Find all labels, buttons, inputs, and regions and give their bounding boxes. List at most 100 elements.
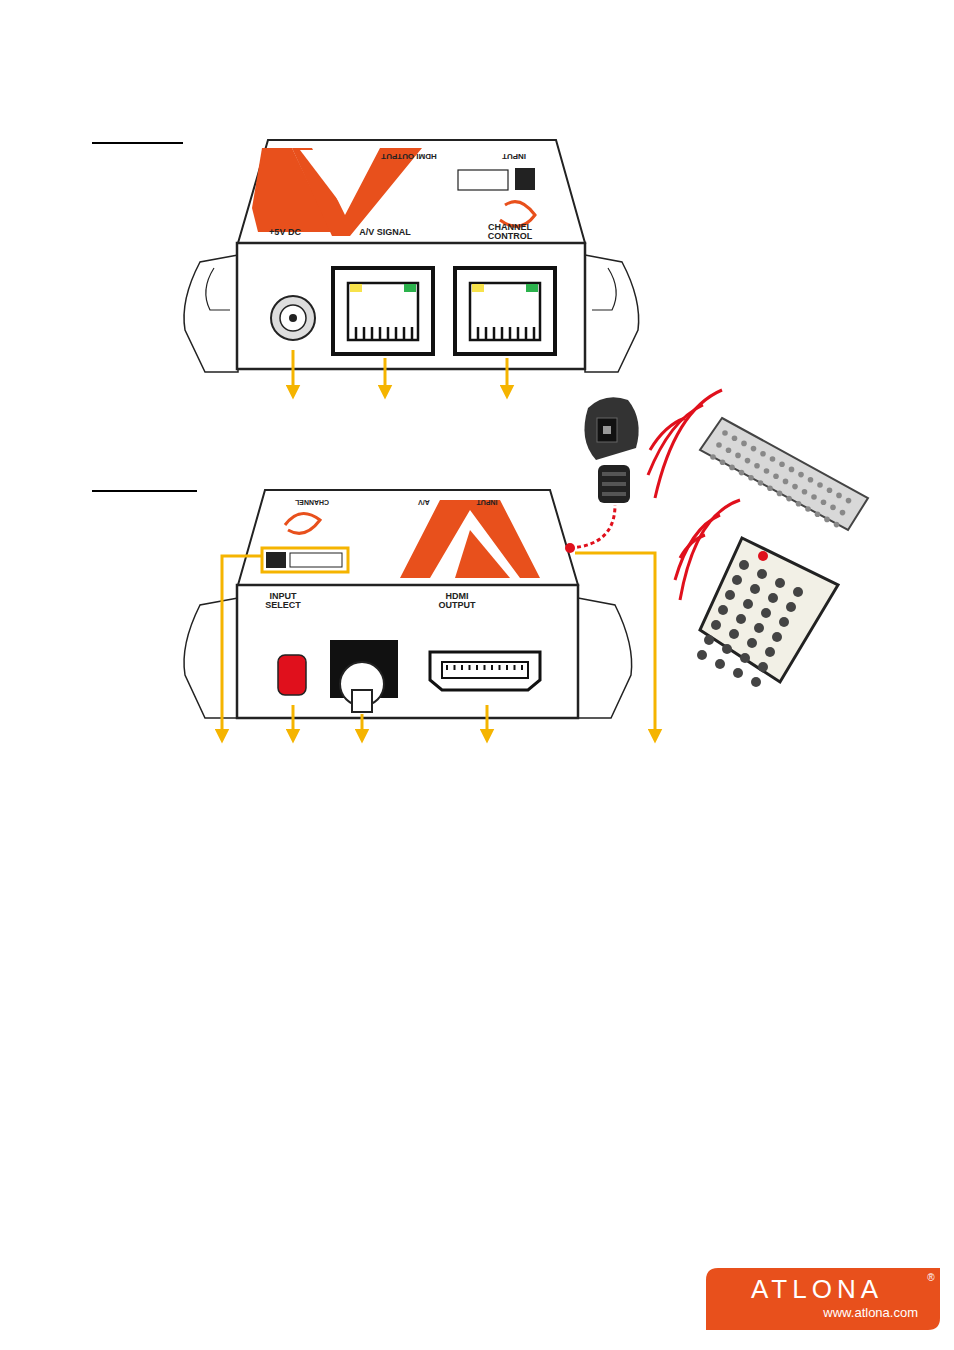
drawing-circle [783, 479, 789, 485]
drawing-circle [834, 522, 840, 528]
drawing-rect [602, 472, 626, 476]
drawing-circle [739, 560, 749, 570]
drawing-circle [743, 599, 753, 609]
drawing-circle [750, 584, 760, 594]
drawing-circle [805, 506, 811, 512]
brand-name: ATLONA [706, 1268, 928, 1304]
drawing-circle [754, 463, 760, 469]
drawing-circle [793, 587, 803, 597]
drawing-rect [333, 268, 433, 354]
drawing-circle [289, 314, 297, 322]
drawing-circle [722, 430, 728, 436]
drawing-path [470, 283, 540, 340]
drawing-polygon [400, 500, 540, 578]
drawing-circle [715, 659, 725, 669]
drawing-line [384, 358, 387, 392]
drawing-path [206, 268, 230, 310]
drawing-path [578, 598, 632, 718]
drawing-path [584, 397, 638, 460]
drawing-line [379, 327, 382, 340]
drawing-circle [779, 461, 785, 467]
drawing-polygon [300, 150, 345, 200]
drawing-circle [767, 485, 773, 491]
logo: ATLONAwww.atlona.com [706, 1268, 928, 1330]
drawing-polygon [238, 490, 578, 585]
drawing-circle [726, 447, 732, 453]
ir-sensor [565, 397, 639, 553]
drawing-path [570, 505, 615, 548]
drawing-polyline [575, 553, 655, 736]
drawing-line [521, 665, 523, 670]
drawing-circle [704, 635, 714, 645]
drawing-line [506, 665, 508, 670]
drawing-rect [597, 418, 617, 442]
drawing-rect [352, 690, 372, 712]
drawing-circle [733, 668, 743, 678]
drawing-circle [768, 593, 778, 603]
drawing-rect [515, 168, 535, 190]
panel-label: INPUT [502, 152, 526, 160]
drawing-line [509, 327, 512, 340]
drawing-circle [565, 543, 575, 553]
drawing-path [430, 652, 540, 690]
drawing-circle [821, 499, 827, 505]
drawing-line [92, 142, 183, 144]
drawing-circle [747, 638, 757, 648]
drawing-circle [751, 677, 761, 687]
drawing-circle [722, 644, 732, 654]
drawing-circle [815, 511, 821, 517]
drawing-line [486, 705, 489, 736]
drawing-circle [745, 458, 751, 464]
drawing-rect [526, 284, 538, 292]
drawing-circle [736, 614, 746, 624]
panel-label: A/V SIGNAL [359, 228, 411, 237]
drawing-circle [786, 602, 796, 612]
drawing-line [403, 327, 406, 340]
drawing-circle [811, 494, 817, 500]
drawing-circle [271, 296, 315, 340]
drawing-line [469, 665, 471, 670]
drawing-line [491, 665, 493, 670]
drawing-circle [716, 442, 722, 448]
drawing-line [485, 327, 488, 340]
drawing-line [387, 327, 390, 340]
drawing-rect [598, 465, 630, 503]
panel-label: HDMI OUTPUT [427, 592, 487, 610]
drawing-line [395, 327, 398, 340]
drawing-circle [741, 441, 747, 447]
remote-control [697, 418, 868, 687]
drawing-polyline [222, 556, 262, 736]
drawing-g [710, 430, 851, 527]
drawing-circle [789, 467, 795, 473]
receiver-unit [184, 490, 632, 718]
drawing-line [501, 327, 504, 340]
web-address: www.atlona.com [706, 1304, 928, 1322]
drawing-line [476, 665, 478, 670]
drawing-line [292, 350, 295, 392]
drawing-circle [720, 459, 726, 465]
drawing-rect [237, 585, 578, 718]
drawing-circle [718, 605, 728, 615]
drawing-rect [602, 492, 626, 496]
drawing-line [514, 665, 516, 670]
drawing-circle [751, 446, 757, 452]
drawing-polygon [700, 538, 838, 682]
drawing-polygon [238, 140, 585, 243]
drawing-circle [796, 501, 802, 507]
drawing-g [697, 560, 803, 687]
panel-label: CHANNEL [295, 499, 329, 506]
drawing-circle [710, 454, 716, 460]
drawing-line [506, 358, 509, 392]
drawing-circle [739, 470, 745, 476]
drawing-circle [280, 305, 306, 331]
drawing-circle [758, 480, 764, 486]
drawing-rect [603, 426, 611, 434]
drawing-circle [725, 590, 735, 600]
drawing-line [292, 705, 295, 736]
drawing-circle [827, 487, 833, 493]
drawing-line [454, 665, 456, 670]
drawing-path [348, 283, 418, 340]
drawing-rect [455, 268, 555, 354]
drawing-circle [786, 496, 792, 502]
